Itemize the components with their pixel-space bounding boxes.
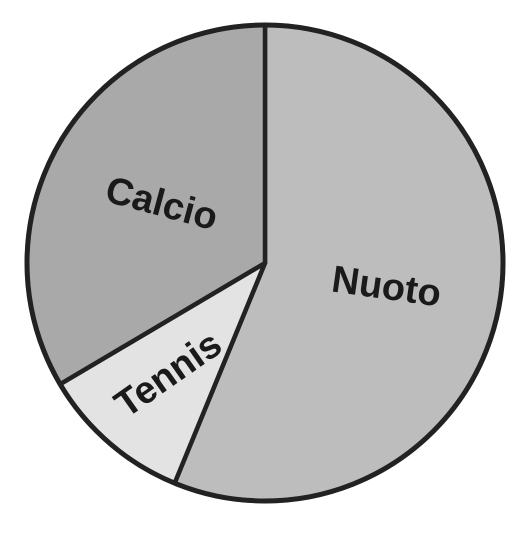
pie-outline (24, 22, 506, 504)
slices-layer (24, 22, 506, 504)
